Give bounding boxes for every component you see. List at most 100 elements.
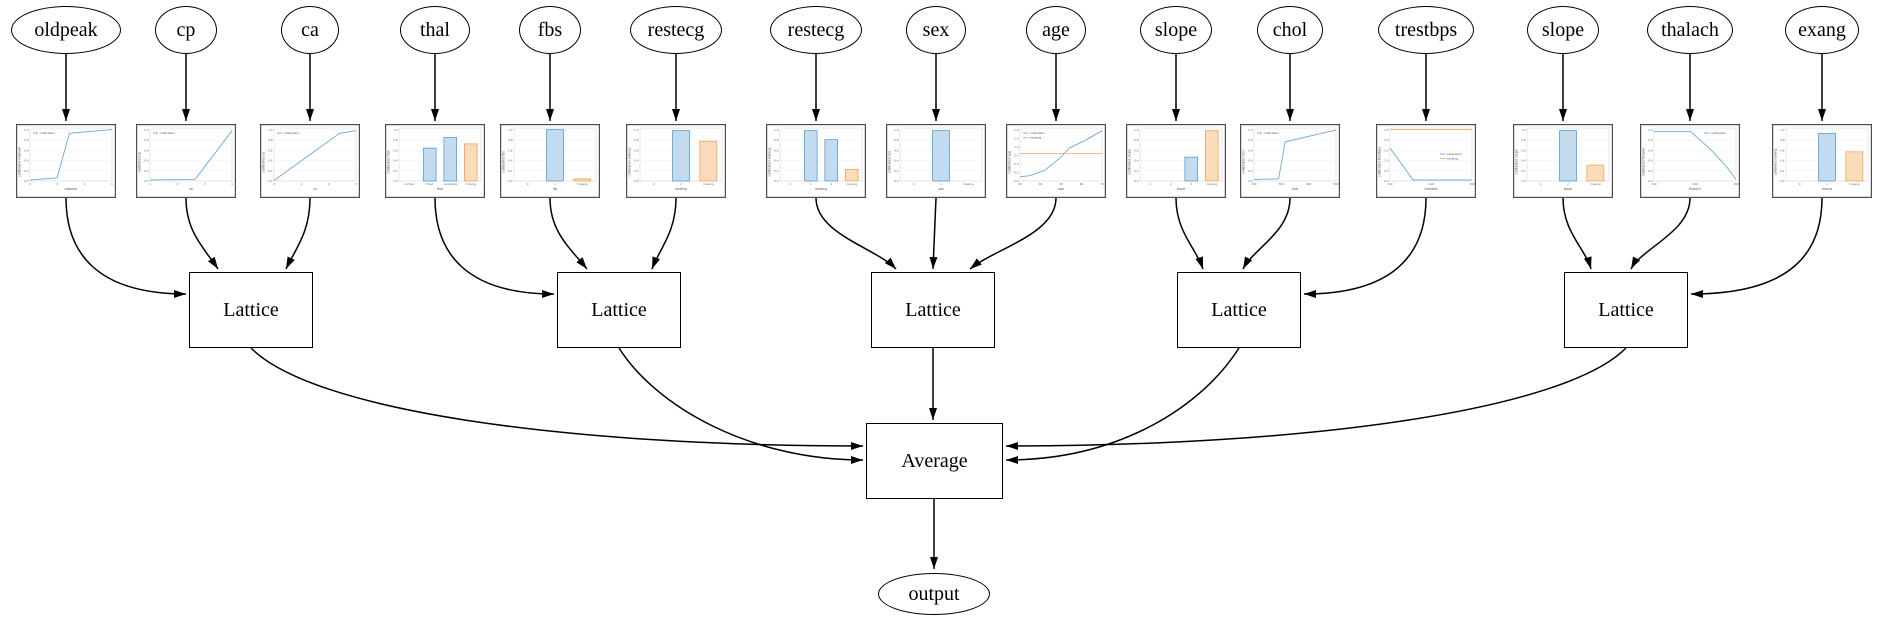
svg-text:300: 300 xyxy=(1279,182,1285,186)
edge xyxy=(651,197,677,270)
svg-text:1: 1 xyxy=(810,182,812,186)
svg-text:1: 1 xyxy=(300,182,302,186)
average-node: Average xyxy=(866,423,1003,499)
svg-text:chol: chol xyxy=(1292,187,1299,191)
svg-text:0.2: 0.2 xyxy=(1134,169,1139,173)
feature-node-label: thal xyxy=(420,18,450,41)
feature-node-sex: sex xyxy=(906,6,966,54)
svg-text:0.4: 0.4 xyxy=(1780,159,1785,163)
svg-text:missing: missing xyxy=(1590,182,1601,186)
svg-text:calibrated ca: calibrated ca xyxy=(262,152,266,173)
svg-text:0.0: 0.0 xyxy=(634,179,639,183)
lattice-node-5: Lattice xyxy=(1564,272,1688,348)
svg-text:3: 3 xyxy=(204,182,206,186)
lattice-node-label: Lattice xyxy=(223,298,279,321)
svg-text:missing: missing xyxy=(465,182,476,186)
svg-text:slope: slope xyxy=(1177,187,1186,191)
feature-node-slope: slope xyxy=(1140,6,1212,54)
svg-text:calibrated oldpeak: calibrated oldpeak xyxy=(18,147,22,177)
svg-text:0.4: 0.4 xyxy=(144,159,149,163)
feature-node-cp: cp xyxy=(155,6,217,54)
svg-text:0.6: 0.6 xyxy=(24,148,29,152)
svg-text:0: 0 xyxy=(913,182,915,186)
edge xyxy=(1005,347,1627,450)
svg-text:2: 2 xyxy=(56,182,58,186)
svg-text:100: 100 xyxy=(1387,182,1393,186)
svg-text:1.0: 1.0 xyxy=(1384,159,1389,163)
svg-text:0.5: 0.5 xyxy=(1014,154,1019,158)
svg-text:0.8: 0.8 xyxy=(1521,138,1526,142)
svg-text:0.4: 0.4 xyxy=(634,159,639,163)
svg-text:0: 0 xyxy=(1799,182,1801,186)
edge xyxy=(1242,197,1291,270)
lattice-node-3: Lattice xyxy=(871,272,995,348)
feature-node-label: ca xyxy=(301,18,319,41)
svg-text:0.8: 0.8 xyxy=(1780,138,1785,142)
svg-text:1.0: 1.0 xyxy=(894,128,899,132)
lattice-node-label: Lattice xyxy=(591,298,647,321)
svg-text:1.0: 1.0 xyxy=(1780,128,1785,132)
svg-text:0.0: 0.0 xyxy=(393,179,398,183)
feature-node-restecg: restecg xyxy=(630,6,722,54)
feature-node-restecg: restecg xyxy=(770,6,862,54)
svg-text:0: 0 xyxy=(527,182,529,186)
svg-text:0.0: 0.0 xyxy=(1648,179,1653,183)
feature-node-ca: ca xyxy=(281,6,339,54)
svg-text:0.4: 0.4 xyxy=(24,159,29,163)
edge xyxy=(929,197,938,270)
svg-text:calibrated restecg: calibrated restecg xyxy=(768,148,772,177)
svg-text:0.0: 0.0 xyxy=(1384,179,1389,183)
svg-text:0.8: 0.8 xyxy=(1134,138,1139,142)
svg-text:0.8: 0.8 xyxy=(393,138,398,142)
feature-node-exang: exang xyxy=(1785,6,1859,54)
svg-text:0.6: 0.6 xyxy=(268,148,273,152)
svg-text:0.8: 0.8 xyxy=(508,138,513,142)
edge xyxy=(250,347,864,450)
svg-text:calibrated: calibrated xyxy=(1447,152,1462,156)
svg-text:1: 1 xyxy=(940,182,942,186)
svg-text:missing: missing xyxy=(963,182,974,186)
lattice-node-4: Lattice xyxy=(1177,272,1301,348)
svg-text:0.2: 0.2 xyxy=(508,169,513,173)
svg-text:1.5: 1.5 xyxy=(1384,148,1389,152)
feature-node-age: age xyxy=(1026,6,1086,54)
svg-text:2: 2 xyxy=(1170,182,1172,186)
svg-text:2: 2 xyxy=(176,182,178,186)
svg-text:calibrated: calibrated xyxy=(40,131,55,135)
feature-node-label: cp xyxy=(176,18,196,41)
lattice-node-label: Lattice xyxy=(905,298,961,321)
svg-text:missing: missing xyxy=(1030,136,1042,140)
svg-text:0.0: 0.0 xyxy=(1014,162,1019,166)
feature-node-label: exang xyxy=(1798,18,1846,41)
svg-text:0.0: 0.0 xyxy=(24,179,29,183)
edge xyxy=(185,197,219,270)
svg-text:missing: missing xyxy=(1849,182,1860,186)
svg-text:50: 50 xyxy=(1059,182,1063,186)
feature-node-fbs: fbs xyxy=(519,6,581,54)
svg-text:1.5: 1.5 xyxy=(1014,137,1019,141)
svg-text:0.4: 0.4 xyxy=(1521,159,1526,163)
svg-text:0.6: 0.6 xyxy=(393,148,398,152)
svg-text:0.4: 0.4 xyxy=(393,159,398,163)
svg-text:calibrated thalach: calibrated thalach xyxy=(1642,148,1646,177)
svg-text:normal: normal xyxy=(404,182,414,186)
svg-text:0.0: 0.0 xyxy=(1134,179,1139,183)
edge xyxy=(1630,197,1691,270)
svg-text:70: 70 xyxy=(1100,182,1104,186)
svg-text:calibrated slope: calibrated slope xyxy=(1128,149,1132,175)
edge xyxy=(618,347,864,464)
svg-text:1.0: 1.0 xyxy=(634,128,639,132)
svg-text:0.6: 0.6 xyxy=(508,148,513,152)
svg-text:400: 400 xyxy=(1306,182,1312,186)
feature-node-label: sex xyxy=(922,18,950,41)
svg-text:calibrated trestbps: calibrated trestbps xyxy=(1378,147,1382,177)
